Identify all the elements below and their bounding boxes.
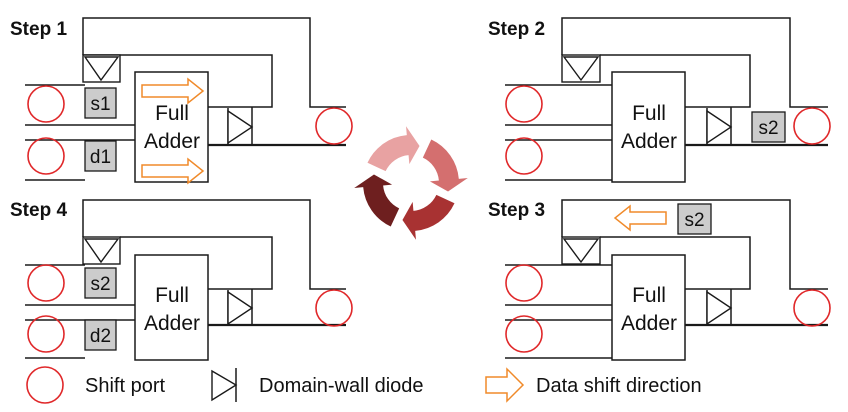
step-3-shift-port-icon: [505, 264, 543, 302]
step-4-domain-wall-diode-icon: [227, 290, 254, 326]
step-3-shift-direction-arrow-icon: [613, 204, 667, 232]
step-1-register-bottom: [84, 140, 117, 172]
step-3-full-adder: [611, 254, 686, 361]
legend-shift-port-icon: [26, 366, 64, 404]
step-1-title: Step 1: [10, 19, 67, 40]
step-2-shift-port-icon: [505, 85, 543, 123]
step-2-adder-label-line2: Adder: [621, 130, 677, 153]
step-1-shift-port-icon: [27, 137, 65, 175]
step-4-register-bottom: [84, 319, 117, 351]
step-3-adder-label-line1: Full: [632, 284, 666, 307]
step-3-title: Step 3: [488, 200, 545, 221]
step-1-domain-wall-diode-icon: [227, 109, 254, 145]
cycle-arrow-segment: [422, 139, 468, 192]
step-2-inner-loop-wire: [600, 54, 751, 108]
legend: Shift port Domain-wall diode Data shift …: [26, 366, 702, 404]
step-1-panel: Step 1 s1 d1 Full Adder: [10, 17, 353, 185]
step-1-inner-loop-wire: [120, 54, 273, 108]
step-4-register-bottom-label: d2: [90, 326, 111, 347]
step-2-full-adder: [611, 71, 686, 183]
step-4-adder-label-line1: Full: [155, 284, 189, 307]
step-3-register-feedback: [677, 203, 712, 235]
step-2-shift-port-icon: [505, 137, 543, 175]
step-4-domain-wall-diode-icon: [83, 238, 120, 264]
step-4-adder-label-line2: Adder: [144, 312, 200, 335]
step-2-title: Step 2: [488, 19, 545, 40]
cycle-arrow-segment: [367, 126, 420, 172]
step-4-shift-port-icon: [27, 315, 65, 353]
legend-shift-direction-arrow-icon: [485, 367, 525, 403]
step-2-outer-loop-wire: [561, 17, 828, 108]
step-1-register-bottom-label: d1: [90, 147, 111, 168]
step-3-shift-port-icon: [793, 289, 831, 327]
step-3-shift-port-icon: [505, 315, 543, 353]
step-4-full-adder: [134, 254, 209, 361]
step-4-shift-port-icon: [315, 289, 353, 327]
step-4-shift-port-icon: [27, 264, 65, 302]
step-2-domain-wall-diode-icon: [562, 56, 600, 82]
step-4-register-top-label: s2: [90, 274, 110, 295]
step-3-outer-loop-wire: [561, 199, 828, 290]
step-4-register-top: [84, 267, 117, 299]
step-3-panel: Step 3 Full Adder s2: [488, 199, 831, 361]
legend-diode-label: Domain-wall diode: [259, 375, 424, 397]
legend-shift-direction-label: Data shift direction: [536, 375, 702, 397]
step-1-shift-port-icon: [315, 107, 353, 145]
step-3-register-feedback-label: s2: [684, 210, 704, 231]
step-3-domain-wall-diode-icon: [562, 238, 600, 264]
step-3-adder-label-line2: Adder: [621, 312, 677, 335]
step-4-title: Step 4: [10, 200, 67, 221]
cycle-arrow-segment: [354, 174, 400, 227]
step-1-shift-direction-arrow-icon: [141, 157, 205, 185]
step-4-inner-loop-wire: [120, 236, 273, 290]
step-4-outer-loop-wire: [82, 199, 346, 290]
step-1-adder-label-line2: Adder: [144, 130, 200, 153]
step-2-shift-port-icon: [793, 107, 831, 145]
step-1-domain-wall-diode-icon: [83, 56, 120, 82]
step-1-outer-loop-wire: [82, 17, 346, 108]
legend-domain-wall-diode-icon: [211, 369, 238, 402]
step-4-panel: Step 4 s2 d2 Full Adder: [10, 199, 353, 361]
step-1-shift-direction-arrow-icon: [141, 77, 205, 105]
step-2-register-out-label: s2: [758, 118, 778, 139]
step-3-inner-loop-wire: [600, 236, 751, 290]
step-2-panel: Step 2 Full Adder s2: [488, 17, 831, 183]
step-1-register-top-label: s1: [90, 94, 110, 115]
step-1-shift-port-icon: [27, 85, 65, 123]
cycle-arrow-segment: [402, 194, 455, 240]
legend-shift-port-label: Shift port: [85, 375, 165, 397]
step-2-adder-label-line1: Full: [632, 102, 666, 125]
step-2-domain-wall-diode-icon: [706, 109, 733, 145]
circular-cycle-arrows-icon: [354, 126, 468, 240]
step-1-register-top: [84, 87, 117, 119]
step-2-register-out: [751, 111, 786, 143]
step-3-domain-wall-diode-icon: [706, 290, 733, 326]
step-1-adder-label-line1: Full: [155, 102, 189, 125]
